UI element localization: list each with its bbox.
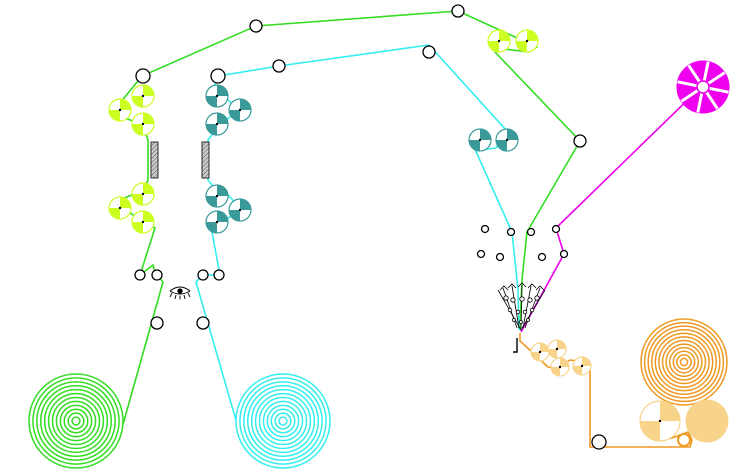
eye-sensor-icon — [169, 286, 191, 300]
guide-roller-lime — [515, 29, 539, 53]
guide-roller-lime — [487, 29, 511, 53]
idler-roller — [573, 134, 587, 148]
guide-roller-lime — [108, 98, 132, 122]
idler-roller — [537, 252, 547, 262]
heater-plate-right — [201, 141, 210, 179]
guide-roller-teal — [468, 128, 492, 152]
idler-roller — [150, 316, 164, 330]
idler-roller — [135, 68, 151, 84]
guide-roller-lime — [131, 84, 155, 108]
guide-roller-teal — [205, 210, 229, 234]
guide-roller-peach — [572, 356, 592, 376]
guide-roller-peach-large — [639, 400, 681, 442]
guide-roller-teal — [205, 84, 229, 108]
idler-roller — [272, 59, 286, 73]
cyan-supply-reel-icon — [235, 373, 331, 469]
idler-roller — [134, 269, 146, 281]
guide-roller-lime — [131, 112, 155, 136]
idler-roller — [526, 227, 536, 237]
guide-roller-teal — [205, 112, 229, 136]
magenta-web-path — [520, 85, 703, 333]
idler-roller — [476, 249, 486, 259]
idler-roller — [196, 316, 210, 330]
idler-roller — [480, 224, 490, 234]
idler-roller — [551, 224, 561, 234]
guide-roller-teal — [495, 128, 519, 152]
guide-roller-lime — [108, 196, 132, 220]
green-supply-reel-icon — [28, 373, 124, 469]
idler-roller — [197, 269, 209, 281]
guide-roller-peach — [530, 342, 550, 362]
guide-roller-lime — [131, 210, 155, 234]
heater-plate-left — [150, 141, 159, 179]
drum-roller-peach — [685, 399, 729, 443]
guide-roller-teal — [228, 198, 252, 222]
nip-rollers-icon — [497, 282, 546, 353]
idler-roller — [559, 249, 569, 259]
magenta-unwind-reel-icon — [676, 60, 730, 114]
orange-takeup-reel-icon — [640, 318, 728, 406]
idler-roller — [591, 434, 607, 450]
idler-roller — [451, 4, 465, 18]
idler-roller — [151, 269, 163, 281]
guide-roller-peach — [550, 357, 570, 377]
idler-roller — [495, 252, 505, 262]
guide-roller-lime — [131, 182, 155, 206]
idler-roller — [506, 227, 516, 237]
idler-roller — [210, 68, 226, 84]
guide-roller-peach — [547, 339, 567, 359]
green-web-path — [119, 10, 581, 429]
guide-roller-teal — [205, 184, 229, 208]
idler-roller — [249, 19, 263, 33]
idler-roller — [422, 45, 436, 59]
idler-roller — [677, 433, 691, 447]
idler-roller — [213, 269, 225, 281]
guide-roller-teal — [228, 98, 252, 122]
